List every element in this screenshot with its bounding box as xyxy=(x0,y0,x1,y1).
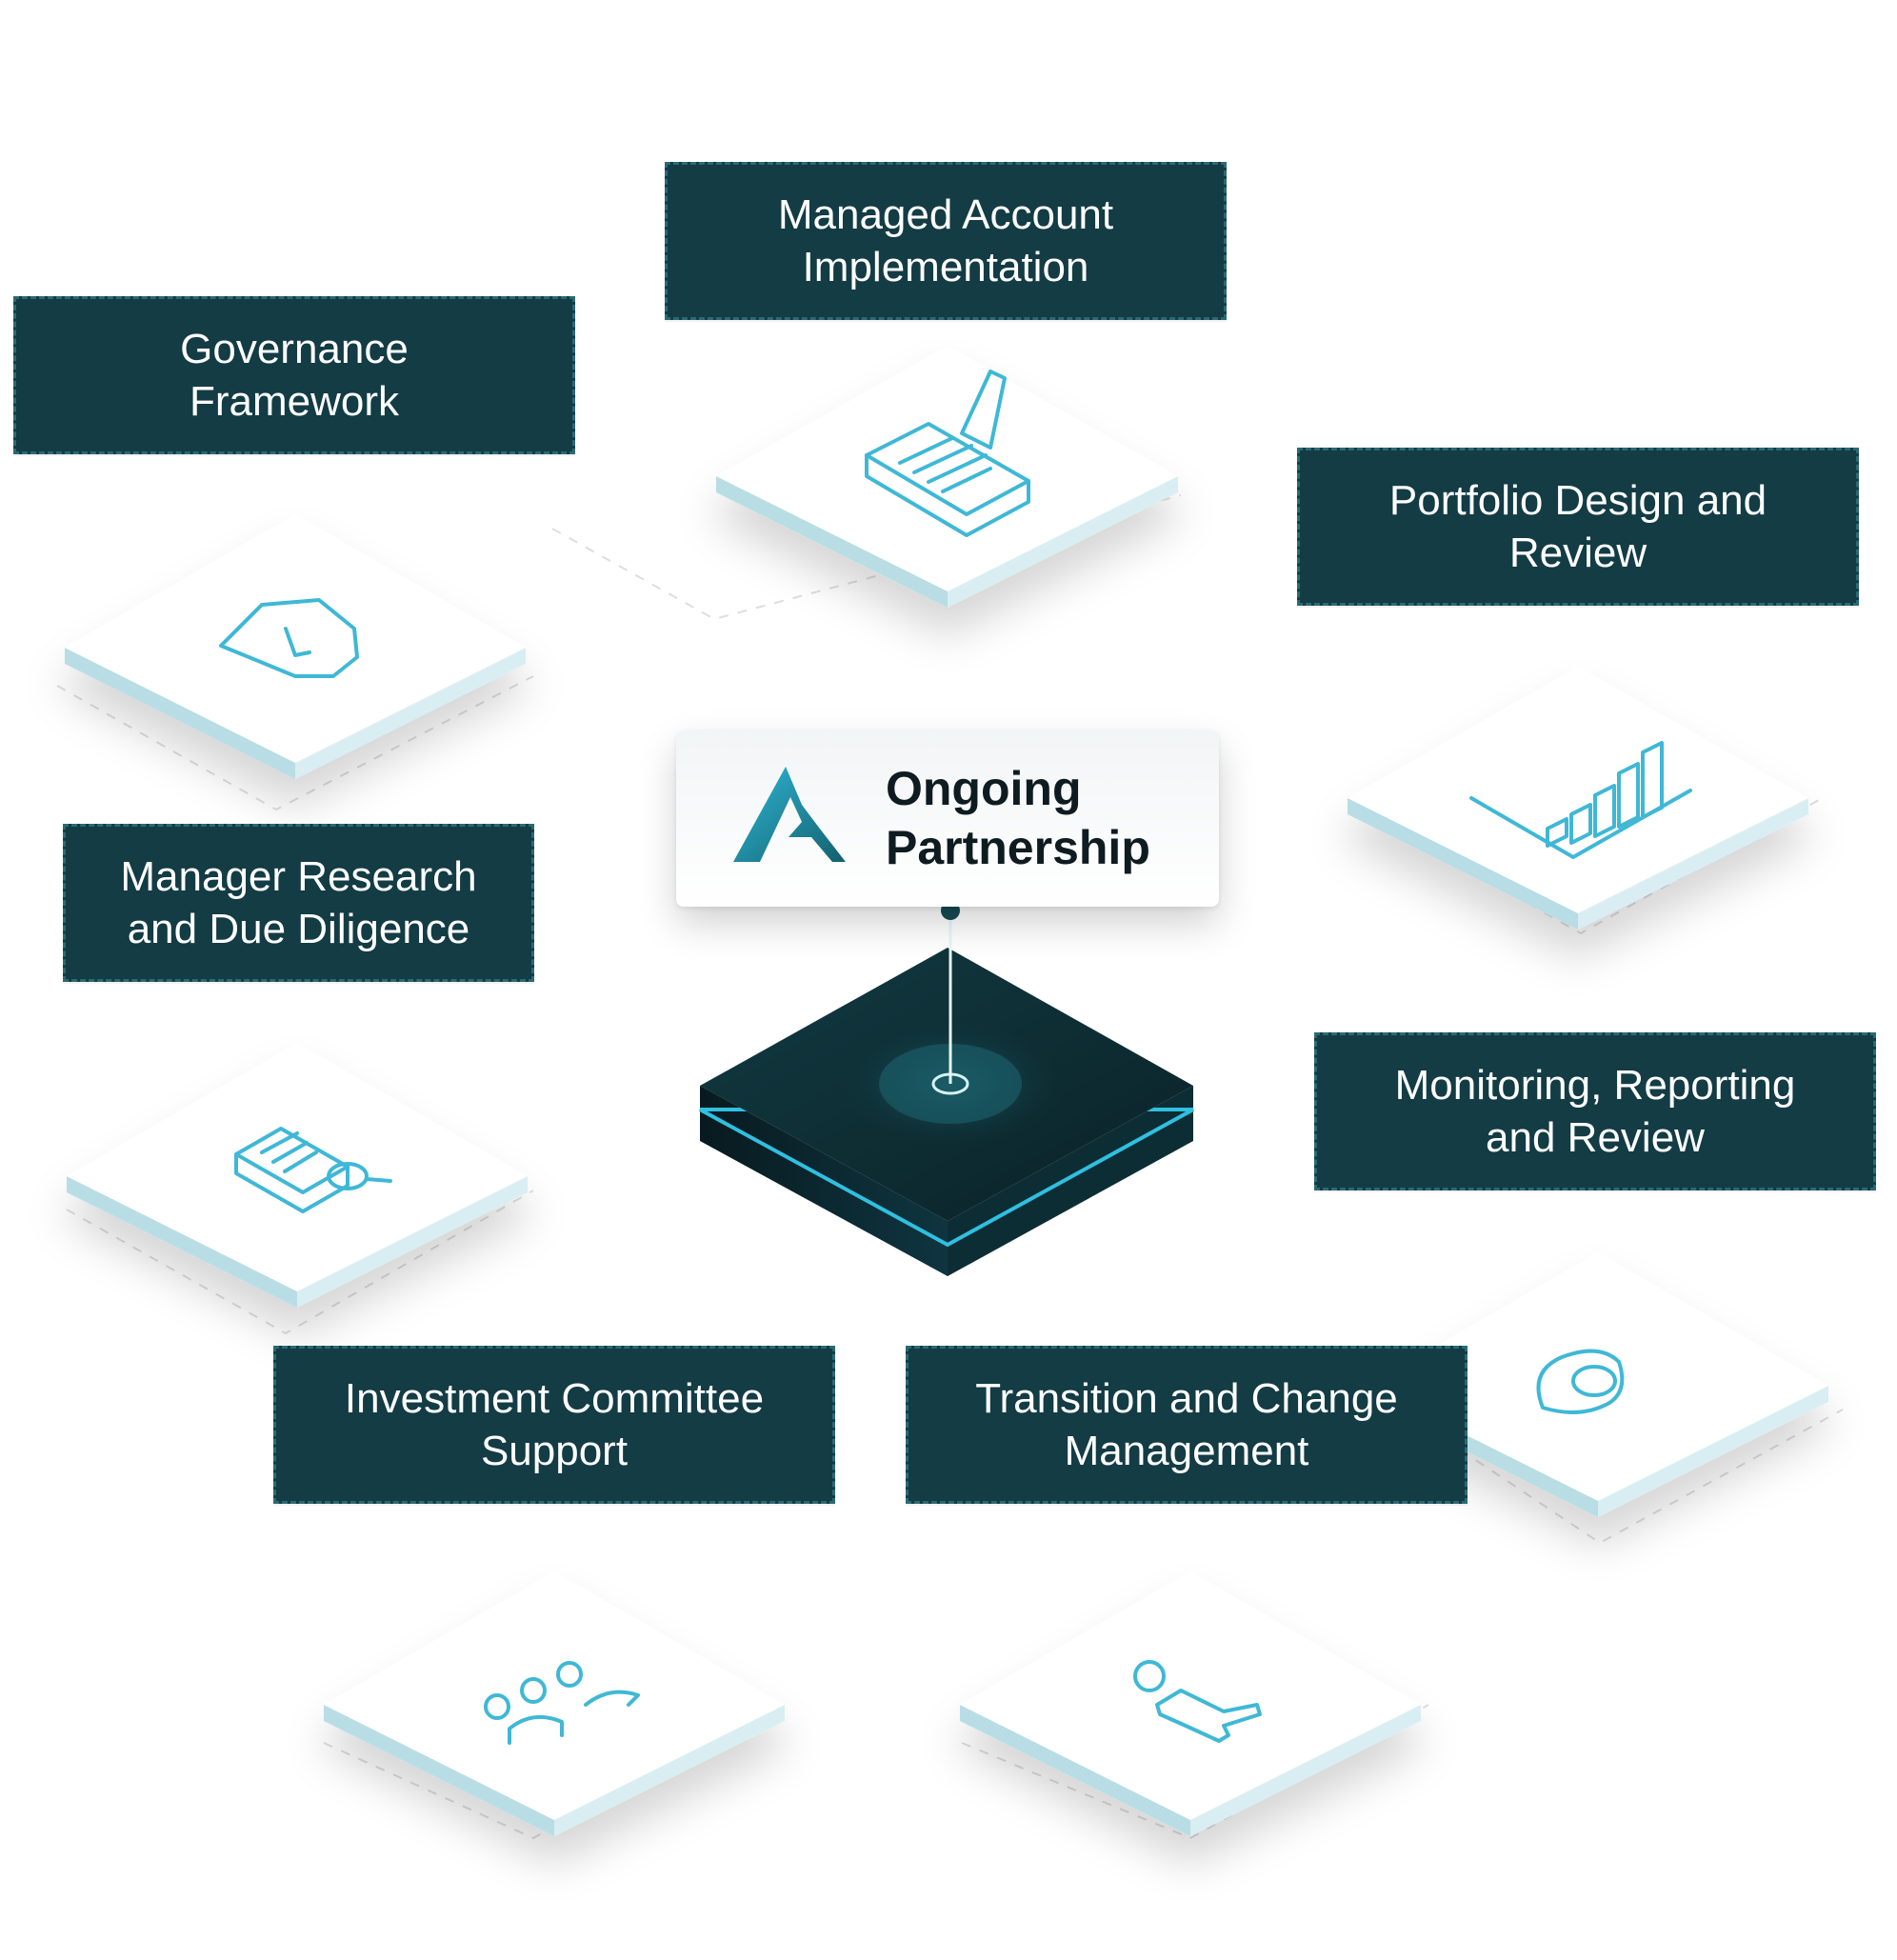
hub-title-line2: Partnership xyxy=(886,821,1150,874)
label-line2: Framework xyxy=(189,378,399,425)
hub-block xyxy=(699,901,1194,1276)
person-key-icon xyxy=(1133,1660,1262,1743)
hub-title-line1: Ongoing xyxy=(886,762,1082,815)
document-search-icon xyxy=(234,1127,392,1213)
bar-chart-icon xyxy=(1469,741,1692,859)
tile-managed-account xyxy=(716,346,1178,608)
label-line1: Managed Account xyxy=(777,191,1114,238)
label-line2: Support xyxy=(480,1428,629,1474)
tile-portfolio xyxy=(1348,667,1808,930)
label-line1: Investment Committee xyxy=(344,1375,765,1422)
label-line2: Management xyxy=(1064,1428,1309,1474)
mountain-logo-icon xyxy=(733,767,846,862)
hub-card: Ongoing Partnership xyxy=(676,730,1219,907)
label-line1: Manager Research xyxy=(120,853,477,900)
tile-investment-committee xyxy=(324,1571,785,1836)
label-line1: Governance xyxy=(180,326,409,372)
floor-guides xyxy=(56,494,1844,1840)
label-line1: Monitoring, Reporting xyxy=(1394,1062,1796,1109)
tile-transition xyxy=(960,1571,1421,1836)
label-monitoring: Monitoring, Reporting and Review xyxy=(1314,1032,1876,1190)
tile-manager-research xyxy=(67,1043,528,1308)
eye-icon xyxy=(1536,1349,1625,1414)
document-pen-icon xyxy=(865,370,1030,537)
label-manager-research: Manager Research and Due Diligence xyxy=(63,824,534,982)
hub-title: Ongoing Partnership xyxy=(886,759,1150,877)
label-line1: Portfolio Design and xyxy=(1388,477,1767,524)
people-group-icon xyxy=(484,1661,640,1745)
shield-check-icon xyxy=(219,598,359,678)
tile-governance xyxy=(65,514,526,779)
label-line2: and Due Diligence xyxy=(127,906,470,952)
label-line2: and Review xyxy=(1486,1114,1705,1161)
label-line1: Transition and Change xyxy=(975,1375,1398,1422)
label-line2: Implementation xyxy=(802,244,1089,290)
label-line2: Review xyxy=(1508,530,1647,576)
